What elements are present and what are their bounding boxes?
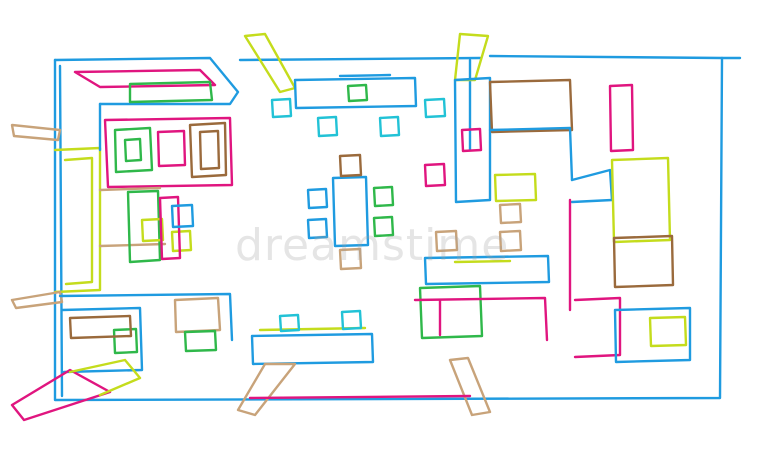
meeting-room-left — [103, 116, 234, 189]
meeting-table-foot — [338, 247, 363, 271]
reception-monitor — [346, 83, 369, 103]
left-wing-room — [53, 146, 102, 294]
bottom-counter — [250, 332, 375, 366]
center-right-desks — [423, 254, 551, 286]
top-left-desk — [73, 68, 217, 89]
top-entrance-beam — [243, 32, 490, 94]
center-right-workbench — [418, 284, 484, 340]
lower-left-desk — [173, 296, 222, 334]
lounge-sofa — [126, 189, 162, 264]
right-office-top — [488, 78, 574, 134]
meeting-chairs-right — [372, 185, 395, 238]
stool-3 — [378, 115, 401, 138]
left-wing-beams — [10, 123, 64, 310]
stool-1 — [270, 97, 293, 119]
top-left-office — [53, 56, 240, 152]
right-office-cabinet — [608, 83, 635, 153]
center-right-chairs — [434, 202, 523, 253]
meeting-table — [331, 175, 370, 248]
meeting-table-head — [338, 153, 363, 178]
bottom-entrance-line — [248, 394, 472, 400]
reception-counter — [293, 73, 418, 110]
meeting-chairs-left — [306, 187, 329, 240]
right-center-room — [453, 76, 492, 204]
lower-left-chair — [112, 327, 218, 355]
lounge-chair — [140, 217, 193, 253]
outer-walls — [53, 54, 742, 402]
bottom-stools — [278, 309, 363, 333]
stool-2 — [316, 115, 339, 138]
lower-left-cabinet — [68, 314, 133, 340]
right-center-cabinet — [423, 127, 483, 188]
right-office-divider — [568, 198, 622, 359]
right-office-desk — [612, 234, 675, 289]
lower-left-room — [58, 292, 234, 374]
stool-4 — [423, 97, 447, 119]
right-lower-room — [613, 306, 692, 364]
bottom-entrance-beam — [236, 356, 492, 417]
right-office-shelf — [610, 156, 672, 244]
right-lower-cabinet — [648, 315, 688, 348]
center-right-storage — [453, 259, 512, 264]
right-office-mid — [488, 126, 614, 204]
coffee-table — [156, 129, 187, 168]
lounge-partition — [98, 186, 167, 248]
sofa-right — [188, 121, 228, 179]
sofa-left — [113, 126, 154, 174]
right-center-shelf — [493, 172, 538, 203]
center-right-counter — [413, 296, 549, 342]
lounge-table — [158, 195, 182, 261]
top-left-bench — [128, 80, 214, 104]
lounge-chair-2 — [170, 203, 195, 229]
lower-left-stair-inner — [68, 358, 142, 397]
